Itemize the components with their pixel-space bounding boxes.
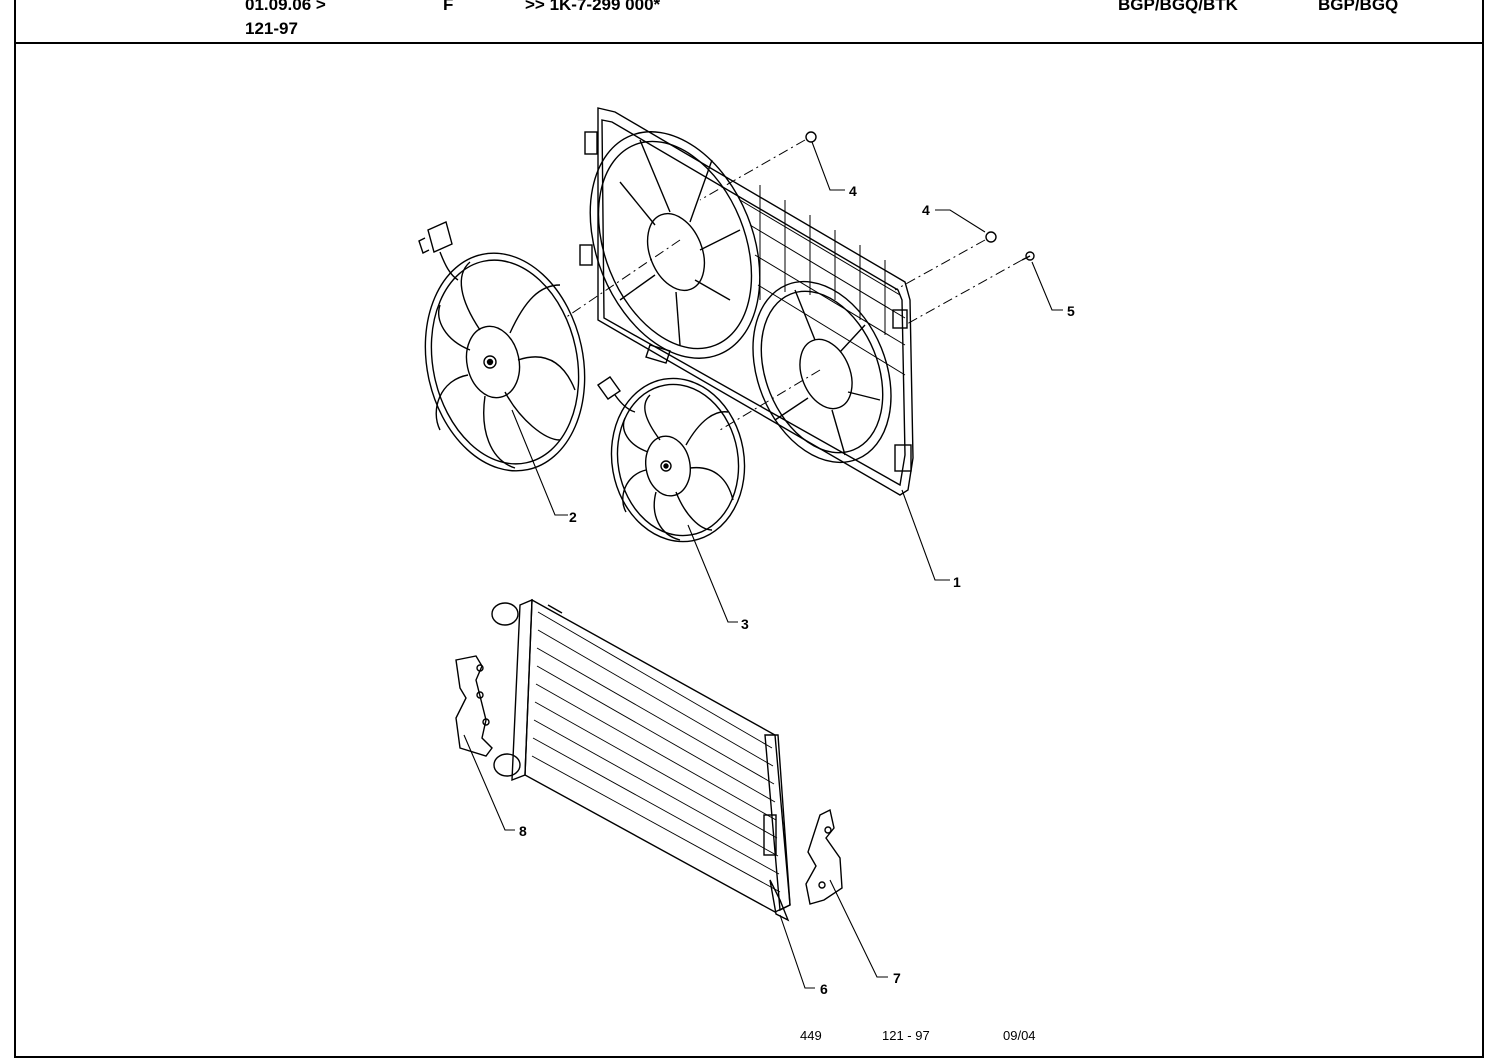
header-date-range: 01.09.06 > <box>245 0 326 14</box>
callout-8: 8 <box>519 823 527 839</box>
header-serial: >> 1K-7-299 000* <box>525 0 661 14</box>
header-ref: 121-97 <box>245 19 298 38</box>
callout-5: 5 <box>1067 303 1075 319</box>
leader-lines <box>463 141 1063 989</box>
header-engine-codes-2: BGP/BGQ <box>1318 0 1399 14</box>
header-engine-codes-1: BGP/BGQ/BTK <box>1118 0 1238 14</box>
callout-4-upper: 4 <box>849 183 857 199</box>
left-bracket <box>455 655 493 757</box>
callout-6: 6 <box>820 981 828 997</box>
page-frame <box>14 0 1484 1058</box>
fan-shroud <box>579 107 914 496</box>
callout-1: 1 <box>953 574 961 590</box>
radiator <box>491 598 791 922</box>
large-fan <box>418 221 586 472</box>
callout-4-right: 4 <box>922 202 930 218</box>
callout-7: 7 <box>893 970 901 986</box>
footer-page-number: 449 <box>800 1028 822 1043</box>
footer-ref: 121 - 97 <box>882 1028 930 1043</box>
assembly-lines <box>564 139 1023 431</box>
callout-2: 2 <box>569 509 577 525</box>
header-divider <box>14 42 1484 44</box>
callout-3: 3 <box>741 616 749 632</box>
callout-labels: 1 2 3 4 4 5 6 7 8 <box>519 183 1075 997</box>
small-fan <box>597 376 746 543</box>
footer-date: 09/04 <box>1003 1028 1036 1043</box>
header-code: F <box>443 0 454 14</box>
fasteners <box>805 131 1035 261</box>
right-bracket <box>805 808 843 905</box>
